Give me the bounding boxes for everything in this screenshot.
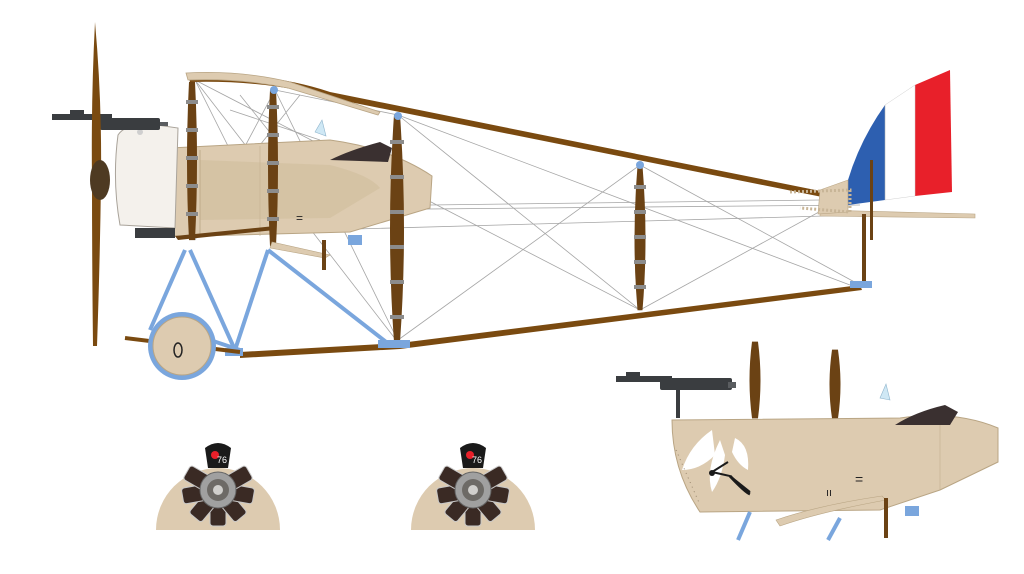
main-wheel xyxy=(148,312,216,380)
engine-front-view-right: 76 xyxy=(411,443,535,530)
side-profile-view: = xyxy=(52,22,976,380)
nacelle-shading xyxy=(200,160,380,220)
fuselage-alternate-marking-view: = ıı xyxy=(616,341,999,541)
lower-wing-spar xyxy=(240,285,862,358)
squadron-badge-left: 76 xyxy=(205,443,231,468)
upper-wing-leading-edge xyxy=(185,72,381,116)
svg-text:76: 76 xyxy=(472,455,482,465)
tail-upper-strut xyxy=(870,160,873,240)
rudder-flag xyxy=(848,70,952,205)
alt-fuselage-glyph: = xyxy=(855,471,863,487)
svg-text:76: 76 xyxy=(217,455,227,465)
windscreen xyxy=(314,119,327,137)
svg-text:ıı: ıı xyxy=(826,487,832,499)
upper-wing-spar xyxy=(188,73,855,204)
tail-skid-mount xyxy=(850,281,872,288)
fuselage-glyph: = xyxy=(296,211,303,225)
dragonfly-insignia-icon xyxy=(682,430,751,496)
strut-4 xyxy=(634,165,646,311)
rotary-engine-left xyxy=(181,465,255,527)
machine-gun-alt xyxy=(616,372,736,418)
engine-cowling xyxy=(114,123,179,229)
squadron-badge-right: 76 xyxy=(460,443,486,468)
strut-1 xyxy=(186,81,198,241)
strut-3 xyxy=(390,114,404,343)
cockpit-coaming xyxy=(330,142,392,162)
machine-gun xyxy=(52,110,168,130)
tail-skid-strut xyxy=(862,214,866,286)
engine-front-view-left: 76 xyxy=(156,443,280,530)
rotary-engine-right xyxy=(436,465,510,527)
